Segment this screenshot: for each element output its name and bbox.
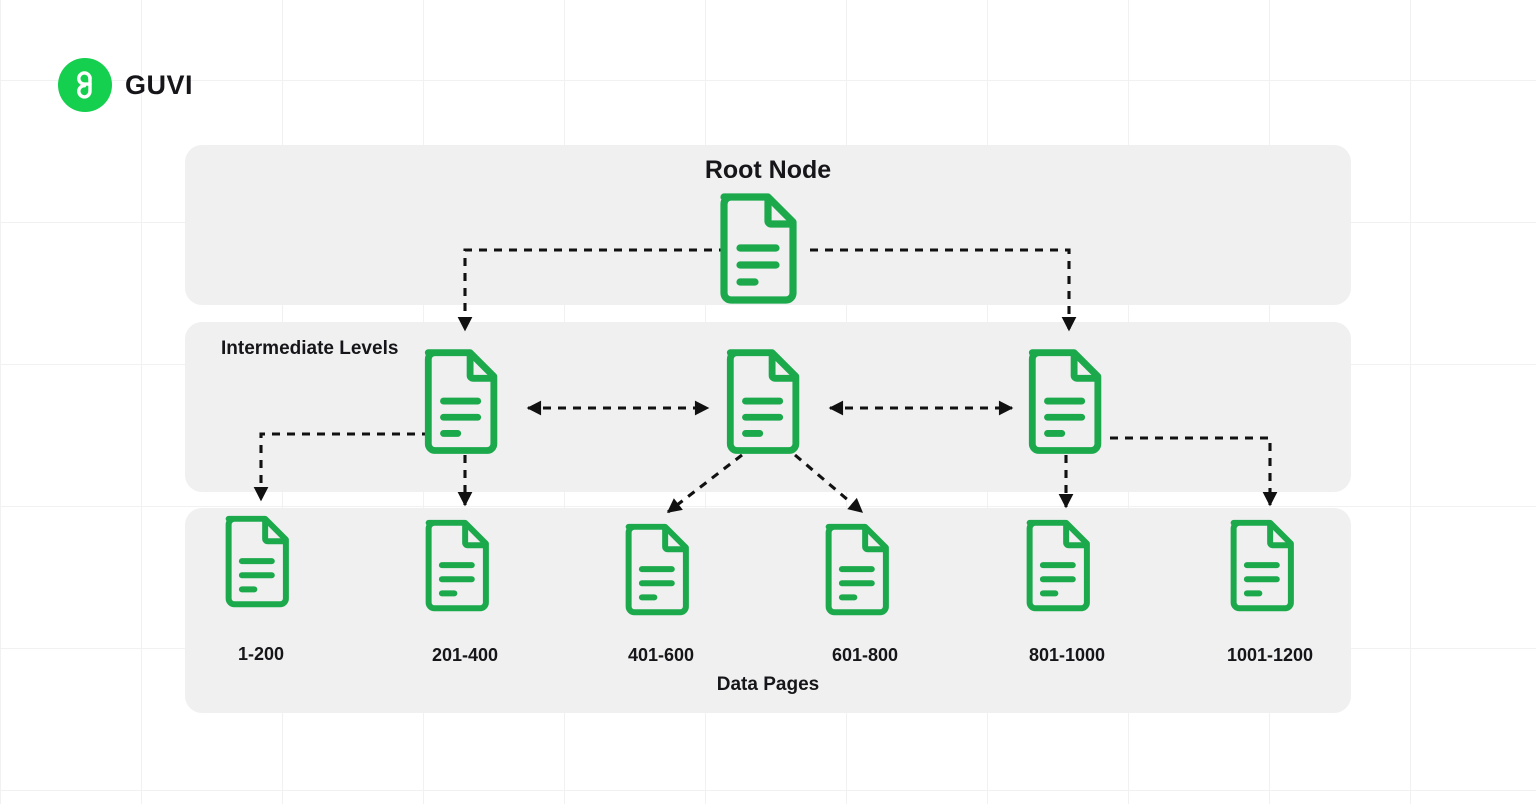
node-intermediate-3[interactable] <box>1032 353 1098 451</box>
node-intermediate-2[interactable] <box>730 353 796 451</box>
leaf-label-801-1000: 801-1000 <box>1028 645 1106 665</box>
node-root[interactable] <box>724 197 793 300</box>
node-leaf-6[interactable] <box>1234 523 1291 608</box>
guvi-logo-icon <box>58 58 112 112</box>
leaf-label-1-200: 1-200 <box>237 644 285 664</box>
caption-data-pages: Data Pages <box>716 674 820 695</box>
node-leaf-5[interactable] <box>1030 523 1087 608</box>
node-leaf-2[interactable] <box>429 523 486 608</box>
leaf-label-1001-1200: 1001-1200 <box>1226 645 1314 665</box>
caption-root-node: Root Node <box>704 156 832 184</box>
node-leaf-3[interactable] <box>629 527 686 612</box>
band-data-pages <box>185 508 1351 713</box>
node-leaf-1[interactable] <box>229 519 286 604</box>
node-intermediate-1[interactable] <box>428 353 494 451</box>
node-leaf-4[interactable] <box>829 527 886 612</box>
leaf-label-401-600: 401-600 <box>627 645 695 665</box>
leaf-label-201-400: 201-400 <box>431 645 499 665</box>
caption-intermediate-levels: Intermediate Levels <box>221 338 399 359</box>
leaf-label-601-800: 601-800 <box>831 645 899 665</box>
brand-logo: GUVI <box>58 58 193 112</box>
brand-name: GUVI <box>125 69 194 100</box>
